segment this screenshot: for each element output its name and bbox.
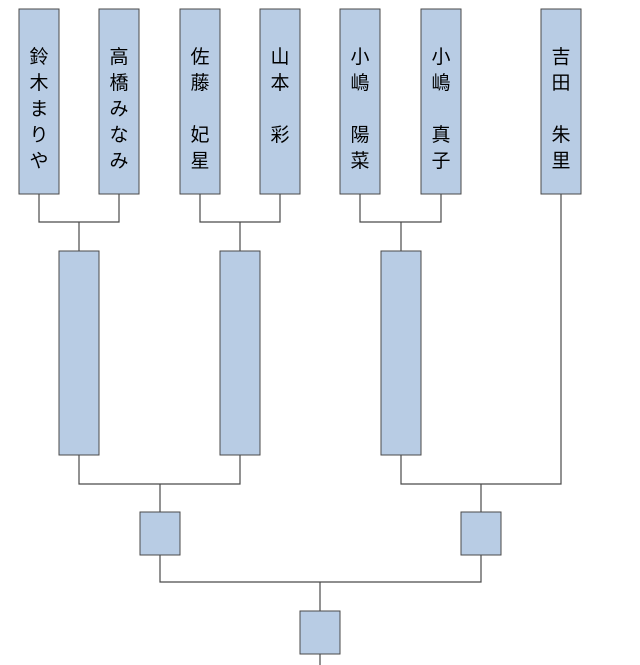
entrant-name-5: 小嶋陽菜 [350, 46, 369, 172]
round2-box-1 [58, 250, 100, 456]
connector-final [159, 555, 482, 611]
connector-semi-left [78, 455, 241, 512]
connector-a [38, 194, 120, 251]
semifinal-box-right [460, 511, 502, 556]
connector-b [199, 194, 281, 251]
entrant-name-7: 吉田朱里 [551, 46, 570, 172]
entrant-box-3 [179, 8, 221, 195]
entrant-name-6: 小嶋真子 [431, 46, 450, 172]
round2-box-2 [219, 250, 261, 456]
connector-c [359, 194, 442, 251]
entrant-names: 鈴木まりや 高橋みなみ 佐藤妃星 山本彩 小嶋陽菜 小嶋真子 吉田朱里 [29, 46, 570, 172]
entrant-name-4: 山本彩 [270, 46, 289, 146]
entrant-name-2: 高橋みなみ [109, 46, 128, 172]
entrant-box-1 [18, 8, 60, 195]
final-box [299, 610, 341, 655]
entrant-name-1: 鈴木まりや [29, 46, 48, 172]
final [299, 610, 341, 655]
round2-box-3 [380, 250, 422, 456]
entrant-box-5 [339, 8, 381, 195]
entrant-box-6 [420, 8, 462, 195]
connector-semi-right [400, 194, 562, 512]
bracket-lines [38, 194, 562, 665]
entrant-name-3: 佐藤妃星 [190, 46, 209, 172]
semifinal [139, 511, 502, 556]
entrant-box-4 [259, 8, 301, 195]
entrant-box-7 [540, 8, 582, 195]
entrants [18, 8, 582, 195]
semifinal-box-left [139, 511, 181, 556]
entrant-box-2 [98, 8, 140, 195]
round-2 [58, 250, 422, 456]
